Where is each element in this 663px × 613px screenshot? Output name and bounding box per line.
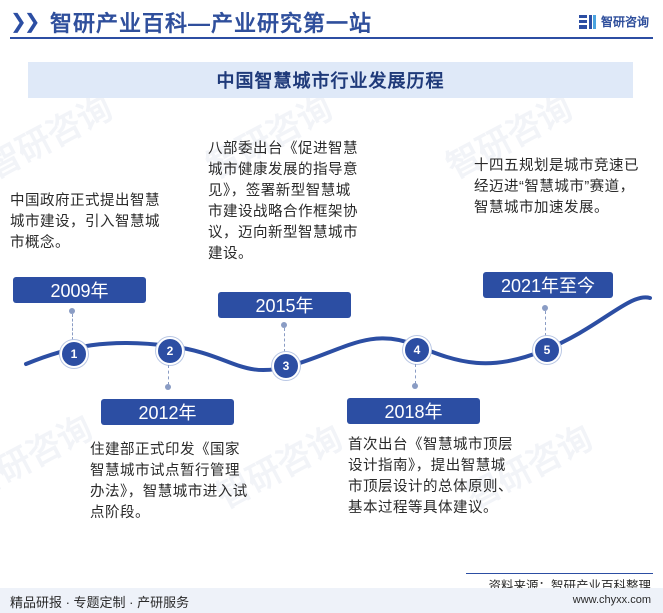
milestone-2-node: 2	[156, 337, 184, 365]
footer-url: www.chyxx.com	[572, 594, 651, 606]
chevron-double-icon: ❯❯	[10, 11, 40, 33]
milestone-5-description: 十四五规划是城市竞速已经迈进“智慧城市”赛道，智慧城市加速发展。	[474, 158, 639, 216]
milestone-4-year: 2018年	[347, 398, 480, 424]
milestone-2-connector	[168, 365, 169, 385]
brand-logo-label: 智研咨询	[600, 15, 649, 29]
milestone-5-year: 2021年至今	[483, 272, 613, 298]
milestone-3-year: 2015年	[218, 292, 351, 318]
connector-dot	[412, 383, 418, 389]
connector-dot	[542, 305, 548, 311]
connector-dot	[69, 308, 75, 314]
milestone-1-description: 中国政府正式提出智慧城市建设，引入智慧城市概念。	[10, 193, 160, 251]
page-header: ❯❯ 智研产业百科—产业研究第一站 智研咨询	[0, 0, 663, 44]
footer-services: 精品研报 · 专题定制 · 产研服务	[10, 595, 190, 610]
milestone-1-connector	[72, 314, 73, 340]
footer-bar	[0, 588, 663, 613]
brand-logo: 智研咨询	[578, 13, 649, 30]
milestone-3-node: 3	[272, 352, 300, 380]
milestone-3-description: 八部委出台《促进智慧城市健康发展的指导意见》，签署新型智慧城市建设战略合作框架协…	[208, 141, 358, 262]
milestone-4-connector	[415, 364, 416, 384]
milestone-5-connector	[545, 311, 546, 336]
diagram-title: 中国智慧城市行业发展历程	[216, 71, 445, 91]
diagram-title-banner: 中国智慧城市行业发展历程	[28, 62, 633, 98]
footer-divider	[466, 573, 653, 574]
zhiyan-logo-icon	[578, 14, 596, 29]
header-divider	[10, 37, 653, 39]
milestone-2-year: 2012年	[101, 399, 234, 425]
connector-dot	[281, 322, 287, 328]
milestone-1-year: 2009年	[13, 277, 146, 303]
milestone-4-node: 4	[403, 336, 431, 364]
page-title: 智研产业百科—产业研究第一站	[50, 11, 373, 36]
milestone-2-description: 住建部正式印发《国家智慧城市试点暂行管理办法》，智慧城市进入试点阶段。	[90, 442, 248, 521]
connector-dot	[165, 384, 171, 390]
milestone-4-description: 首次出台《智慧城市顶层设计指南》，提出智慧城市顶层设计的总体原则、基本过程等具体…	[348, 437, 513, 516]
milestone-3-connector	[284, 328, 285, 352]
milestone-1-node: 1	[60, 340, 88, 368]
milestone-5-node: 5	[533, 336, 561, 364]
